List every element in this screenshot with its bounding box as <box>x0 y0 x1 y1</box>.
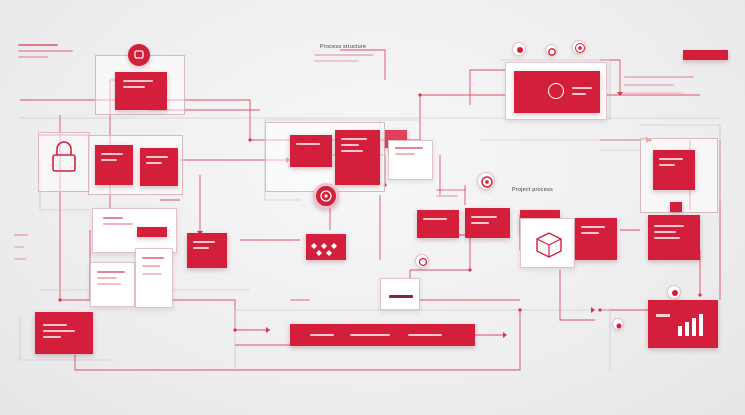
node-bottom-center[interactable] <box>380 278 420 310</box>
card-top-left[interactable] <box>115 72 167 110</box>
card-right-d[interactable] <box>575 218 617 260</box>
gear-icon-bottom[interactable] <box>667 285 681 299</box>
top-center-title: Process structure <box>320 44 367 50</box>
top-right-badge[interactable] <box>683 50 728 60</box>
target-icon[interactable] <box>313 183 339 209</box>
left-edge-notes <box>14 232 44 272</box>
card-right-b[interactable] <box>465 208 510 238</box>
card-mid-left[interactable] <box>187 233 227 268</box>
lock-icon <box>52 141 76 172</box>
card-right-a[interactable] <box>417 210 459 238</box>
monitor-panel[interactable] <box>505 62 607 120</box>
doc-panel-c[interactable] <box>135 248 173 308</box>
network-icon[interactable] <box>512 42 526 56</box>
doc-panel-b[interactable] <box>90 262 135 307</box>
cube-card[interactable] <box>520 218 575 268</box>
bottom-process-bar[interactable] <box>290 324 475 346</box>
grid-card[interactable] <box>306 234 346 260</box>
right-caption: Project process <box>512 187 553 193</box>
bottom-left-card[interactable] <box>35 312 93 354</box>
card-center-white[interactable] <box>388 140 433 180</box>
card-center-b[interactable] <box>335 130 380 185</box>
card-right-column-b[interactable] <box>648 215 700 260</box>
card-right-column-a[interactable] <box>653 150 695 190</box>
badge-right-small[interactable] <box>670 202 682 212</box>
target-icon-small[interactable] <box>572 40 586 54</box>
doc-panel-a[interactable] <box>92 208 177 253</box>
chat-icon[interactable] <box>128 44 150 66</box>
center-right-text <box>436 185 486 205</box>
link-icon[interactable] <box>415 254 429 268</box>
card-left-b[interactable] <box>140 148 178 186</box>
card-left-a[interactable] <box>95 145 133 185</box>
cube-icon <box>536 232 562 258</box>
bottom-small-tag <box>290 296 315 304</box>
bar-chart-icon <box>656 314 703 336</box>
top-center-block: Process structure <box>300 42 390 72</box>
top-left-text-block <box>18 40 88 70</box>
target-icon-right[interactable] <box>477 172 495 190</box>
gear-icon[interactable] <box>545 44 557 56</box>
right-text-block <box>622 72 712 102</box>
bar-chart-card[interactable] <box>648 300 718 348</box>
node-icon-bottom-right[interactable] <box>612 318 624 330</box>
lock-panel[interactable] <box>38 132 90 192</box>
card-center-a[interactable] <box>290 135 332 167</box>
